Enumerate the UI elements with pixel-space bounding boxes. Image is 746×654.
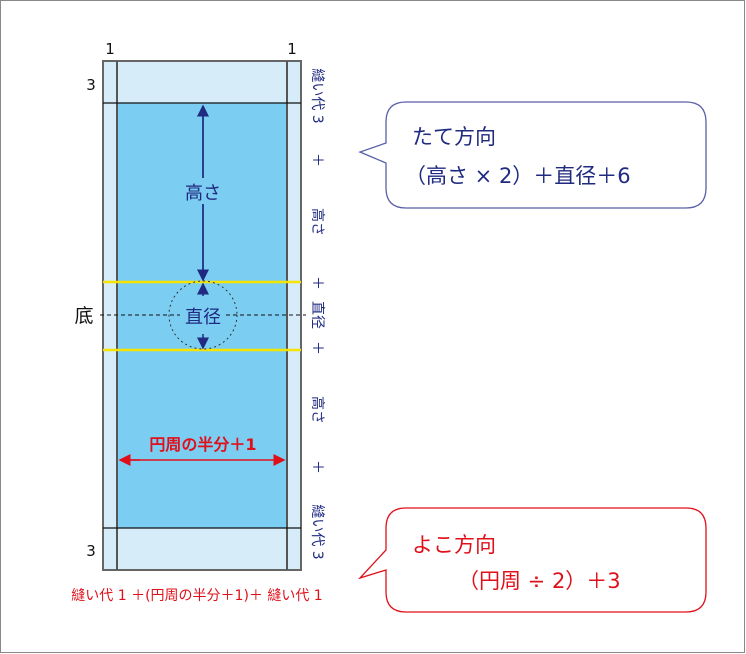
bottom-formula: 縫い代 1 ＋(円周の半分＋1)＋ 縫い代 1 <box>71 588 322 604</box>
side-label: 直径 <box>309 301 326 329</box>
callout-horizontal-title: よこ方向 <box>412 533 496 557</box>
side-label: ＋ <box>309 460 325 474</box>
top-seam-label: 3 <box>86 76 96 94</box>
callout-vertical <box>358 101 707 209</box>
callout-vertical-formula: （高さ × 2）＋直径＋6 <box>405 164 631 188</box>
callout-horizontal <box>357 507 707 613</box>
side-label: ＋ <box>309 276 325 290</box>
bottom-label: 底 <box>74 305 93 327</box>
side-label: ＋ <box>309 341 325 355</box>
height-label: 高さ <box>185 183 221 204</box>
side-label: ＋ <box>309 153 325 167</box>
bottom-circle <box>168 280 238 350</box>
callout-horizontal-formula: （円周 ÷ 2）＋3 <box>458 569 621 593</box>
height-label-bg <box>180 178 226 204</box>
top-left-label: 1 <box>105 40 115 58</box>
half-circumference-label: 円周の半分＋1 <box>149 435 256 454</box>
side-label: 高さ <box>309 208 326 236</box>
bottom-seam-label: 3 <box>86 542 96 560</box>
top-right-label: 1 <box>287 40 297 58</box>
diameter-label-bg <box>180 303 226 329</box>
side-label: 高さ <box>309 396 326 424</box>
side-label: 縫い代 3 <box>309 68 325 123</box>
diameter-label: 直径 <box>185 307 221 328</box>
callout-vertical-title: たて方向 <box>412 125 496 149</box>
side-label: 縫い代 3 <box>309 504 325 559</box>
